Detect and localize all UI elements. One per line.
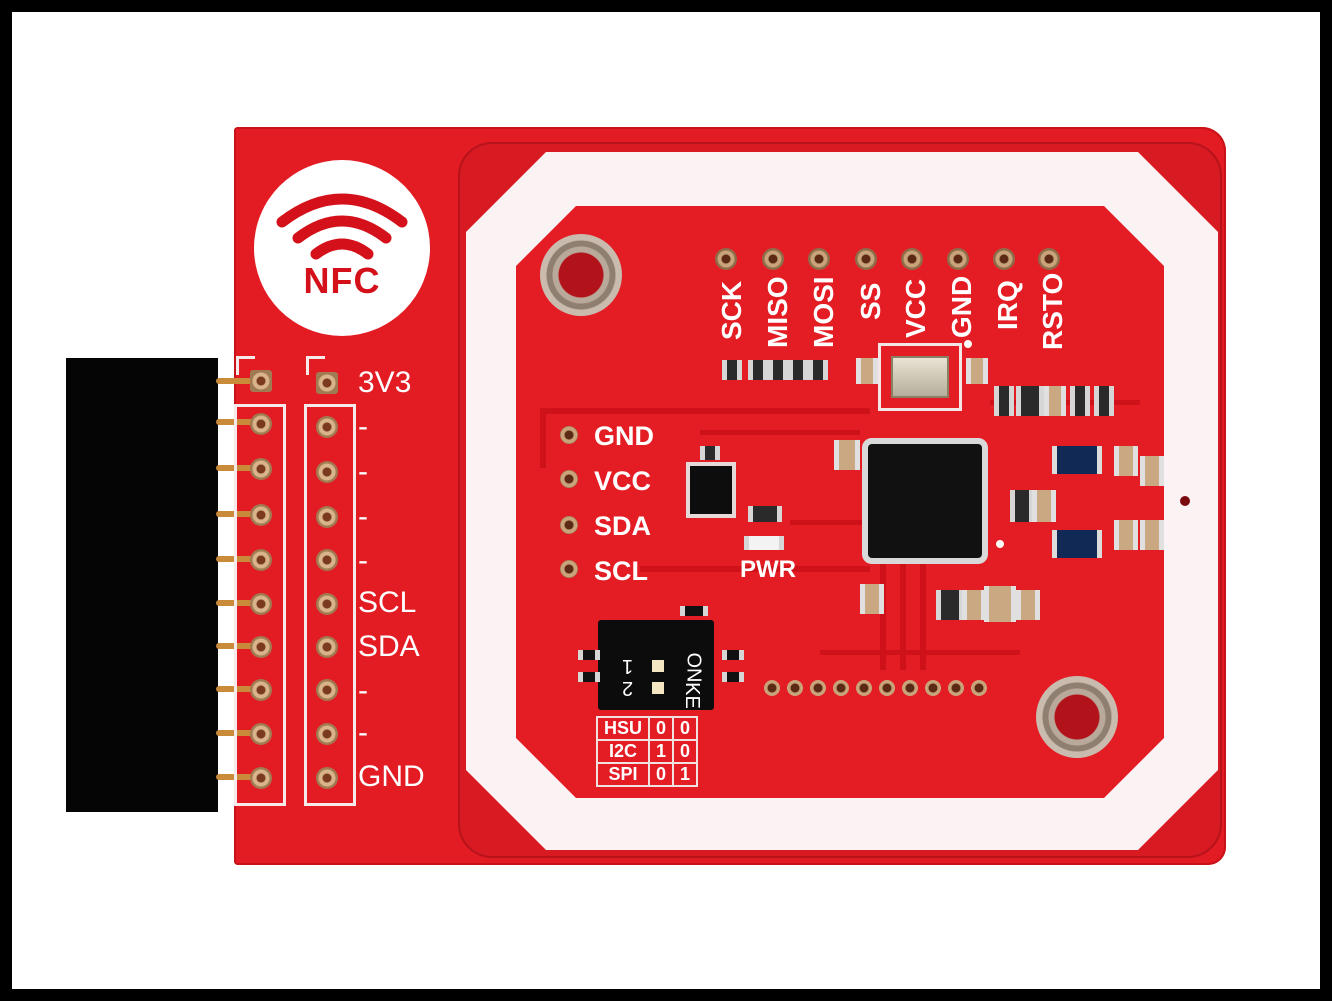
mode-cell: 1 xyxy=(648,739,675,764)
mode-cell: 1 xyxy=(672,762,699,787)
dip-label-ke: KE xyxy=(680,682,703,709)
i2c-label-scl: SCL xyxy=(594,556,648,586)
side-indicator-dot xyxy=(1180,496,1190,506)
i2c-label-sda: SDA xyxy=(594,511,652,541)
mode-cell: 0 xyxy=(648,716,675,741)
female-pin-header xyxy=(66,358,218,812)
pin1-bracket-left xyxy=(236,356,255,375)
mounting-hole-top xyxy=(540,234,622,316)
pwr-resistor xyxy=(748,506,782,522)
pin-label-nc2: - xyxy=(358,455,368,488)
pin-label-gnd: GND xyxy=(358,760,425,793)
pin-label-nc4: - xyxy=(358,544,368,577)
mode-cell: SPI xyxy=(595,762,651,787)
dip-toggle-1[interactable] xyxy=(652,660,664,672)
top-label-gnd: GND xyxy=(946,275,977,338)
mounting-hole-bottom xyxy=(1036,676,1118,758)
nfc-logo: NFC xyxy=(254,160,430,336)
pin-label-nc3: - xyxy=(358,500,368,533)
i2c-label-gnd: GND xyxy=(594,421,654,451)
wireless-signal-icon xyxy=(276,193,408,260)
pin1-bracket-right xyxy=(306,356,325,375)
pin-label-sda: SDA xyxy=(358,630,420,663)
dip-label-on: ON xyxy=(682,652,705,683)
pn532-chip xyxy=(868,444,982,558)
dip-toggle-2[interactable] xyxy=(652,682,664,694)
dip-label-1: 1 xyxy=(622,655,634,677)
pin-label-scl: SCL xyxy=(358,586,417,619)
crystal-oscillator xyxy=(878,343,962,411)
mode-table: HSU 0 0 I2C 1 0 SPI 0 1 xyxy=(595,716,699,787)
top-label-ss: SS xyxy=(855,282,886,320)
mode-cell: 0 xyxy=(672,716,699,741)
mode-cell: 0 xyxy=(648,762,675,787)
table-row: I2C 1 0 xyxy=(595,739,699,764)
mode-dip-switch[interactable]: 1 2 ON KE xyxy=(598,620,714,710)
voltage-regulator xyxy=(690,466,732,514)
pwr-label: PWR xyxy=(740,556,796,583)
chip-pin1-dot xyxy=(996,540,1004,548)
top-label-irq: IRQ xyxy=(992,280,1023,330)
mode-cell: I2C xyxy=(595,739,651,764)
nfc-logo-text: NFC xyxy=(303,260,381,301)
top-label-vcc: VCC xyxy=(900,278,931,338)
dip-label-2: 2 xyxy=(622,677,634,699)
i2c-label-vcc: VCC xyxy=(594,466,652,496)
regulator-cap xyxy=(700,446,720,460)
mode-cell: 0 xyxy=(672,739,699,764)
pin-label-nc6: - xyxy=(358,716,368,749)
pin-label-nc5: - xyxy=(358,674,368,707)
pin-label-nc1: - xyxy=(358,410,368,443)
crystal-cap-left xyxy=(856,358,878,384)
top-label-sck: SCK xyxy=(716,280,747,340)
pin1-dot xyxy=(964,340,972,348)
top-label-miso: MISO xyxy=(762,276,793,348)
table-row: HSU 0 0 xyxy=(595,716,699,741)
pin-box-left xyxy=(234,404,286,806)
pin-box-right xyxy=(304,404,356,806)
table-row: SPI 0 1 xyxy=(595,762,699,787)
mode-cell: HSU xyxy=(595,716,651,741)
top-label-rsto: RSTO xyxy=(1037,272,1068,350)
pwr-led xyxy=(744,536,784,550)
top-label-mosi: MOSI xyxy=(808,276,839,348)
crystal-cap-right xyxy=(966,358,988,384)
pin-label-3v3: 3V3 xyxy=(358,366,412,399)
